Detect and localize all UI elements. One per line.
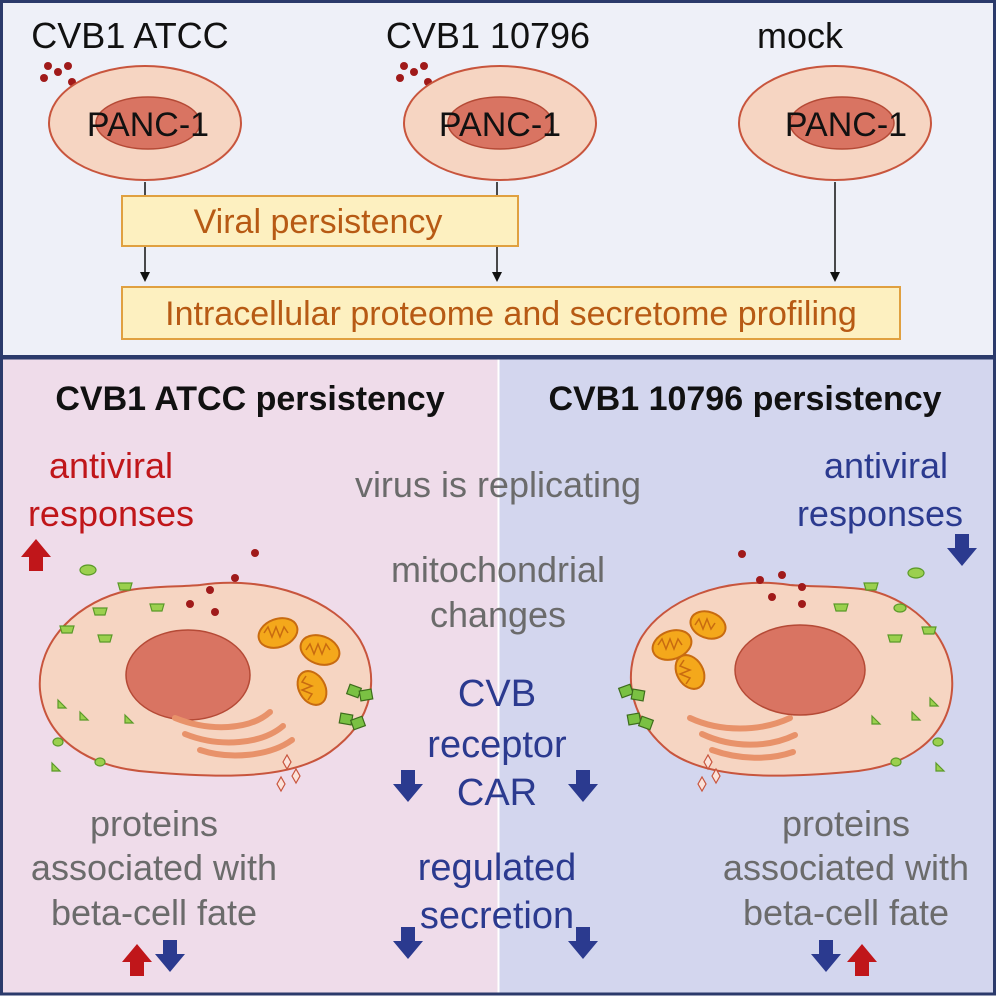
- nucleus: [125, 629, 251, 721]
- cell-label: PANC-1: [785, 106, 907, 144]
- golgi: [687, 715, 798, 761]
- virus-particles-10796: [396, 62, 432, 86]
- profiling-text: Intracellular proteome and secretome pro…: [165, 295, 857, 333]
- right-title: CVB1 10796 persistency: [548, 380, 941, 418]
- cell-illustration-10796: [617, 550, 954, 793]
- right-antiviral-line1: antiviral: [824, 445, 948, 486]
- mitochondria: [651, 610, 727, 690]
- regulated-secretion-line2: secretion: [420, 895, 574, 937]
- mito-changes-line1: mitochondrial: [391, 549, 605, 590]
- cell-illustration-atcc: [38, 549, 374, 793]
- cvb-receptor-line2: receptor: [427, 724, 567, 766]
- golgi: [172, 709, 295, 759]
- left-antiviral-line1: antiviral: [49, 445, 173, 486]
- label-cvb1-10796: CVB1 10796: [386, 15, 590, 56]
- left-proteins-line2: associated with: [31, 847, 277, 888]
- viral-persistency-text: Viral persistency: [194, 203, 443, 241]
- virus-replicating-text: virus is replicating: [355, 464, 641, 505]
- profiling-box: Intracellular proteome and secretome pro…: [121, 286, 901, 340]
- nucleus: [734, 624, 866, 716]
- viral-persistency-box: Viral persistency: [121, 195, 519, 247]
- label-mock: mock: [757, 15, 844, 56]
- bottom-panel-border: [0, 356, 996, 996]
- cvb-receptor-line3: CAR: [457, 772, 537, 814]
- cell-panc1-atcc: PANC-1: [48, 65, 242, 181]
- right-proteins-line3: beta-cell fate: [743, 892, 949, 933]
- cell-panc1-10796: PANC-1: [403, 65, 597, 181]
- left-proteins-line3: beta-cell fate: [51, 892, 257, 933]
- right-proteins-line2: associated with: [723, 847, 969, 888]
- mitochondria: [257, 617, 341, 706]
- left-title: CVB1 ATCC persistency: [55, 380, 444, 418]
- mito-changes-line2: changes: [430, 594, 566, 635]
- right-proteins-line1: proteins: [782, 803, 910, 844]
- left-proteins-line1: proteins: [90, 803, 218, 844]
- right-antiviral-line2: responses: [797, 493, 963, 534]
- label-cvb1-atcc: CVB1 ATCC: [31, 15, 228, 56]
- left-antiviral-line2: responses: [28, 493, 194, 534]
- cell-label: PANC-1: [87, 106, 209, 144]
- cell-panc1-mock: PANC-1: [738, 65, 932, 181]
- cvb-receptor-line1: CVB: [458, 673, 536, 715]
- cell-label: PANC-1: [439, 106, 561, 144]
- regulated-secretion-line1: regulated: [418, 847, 576, 889]
